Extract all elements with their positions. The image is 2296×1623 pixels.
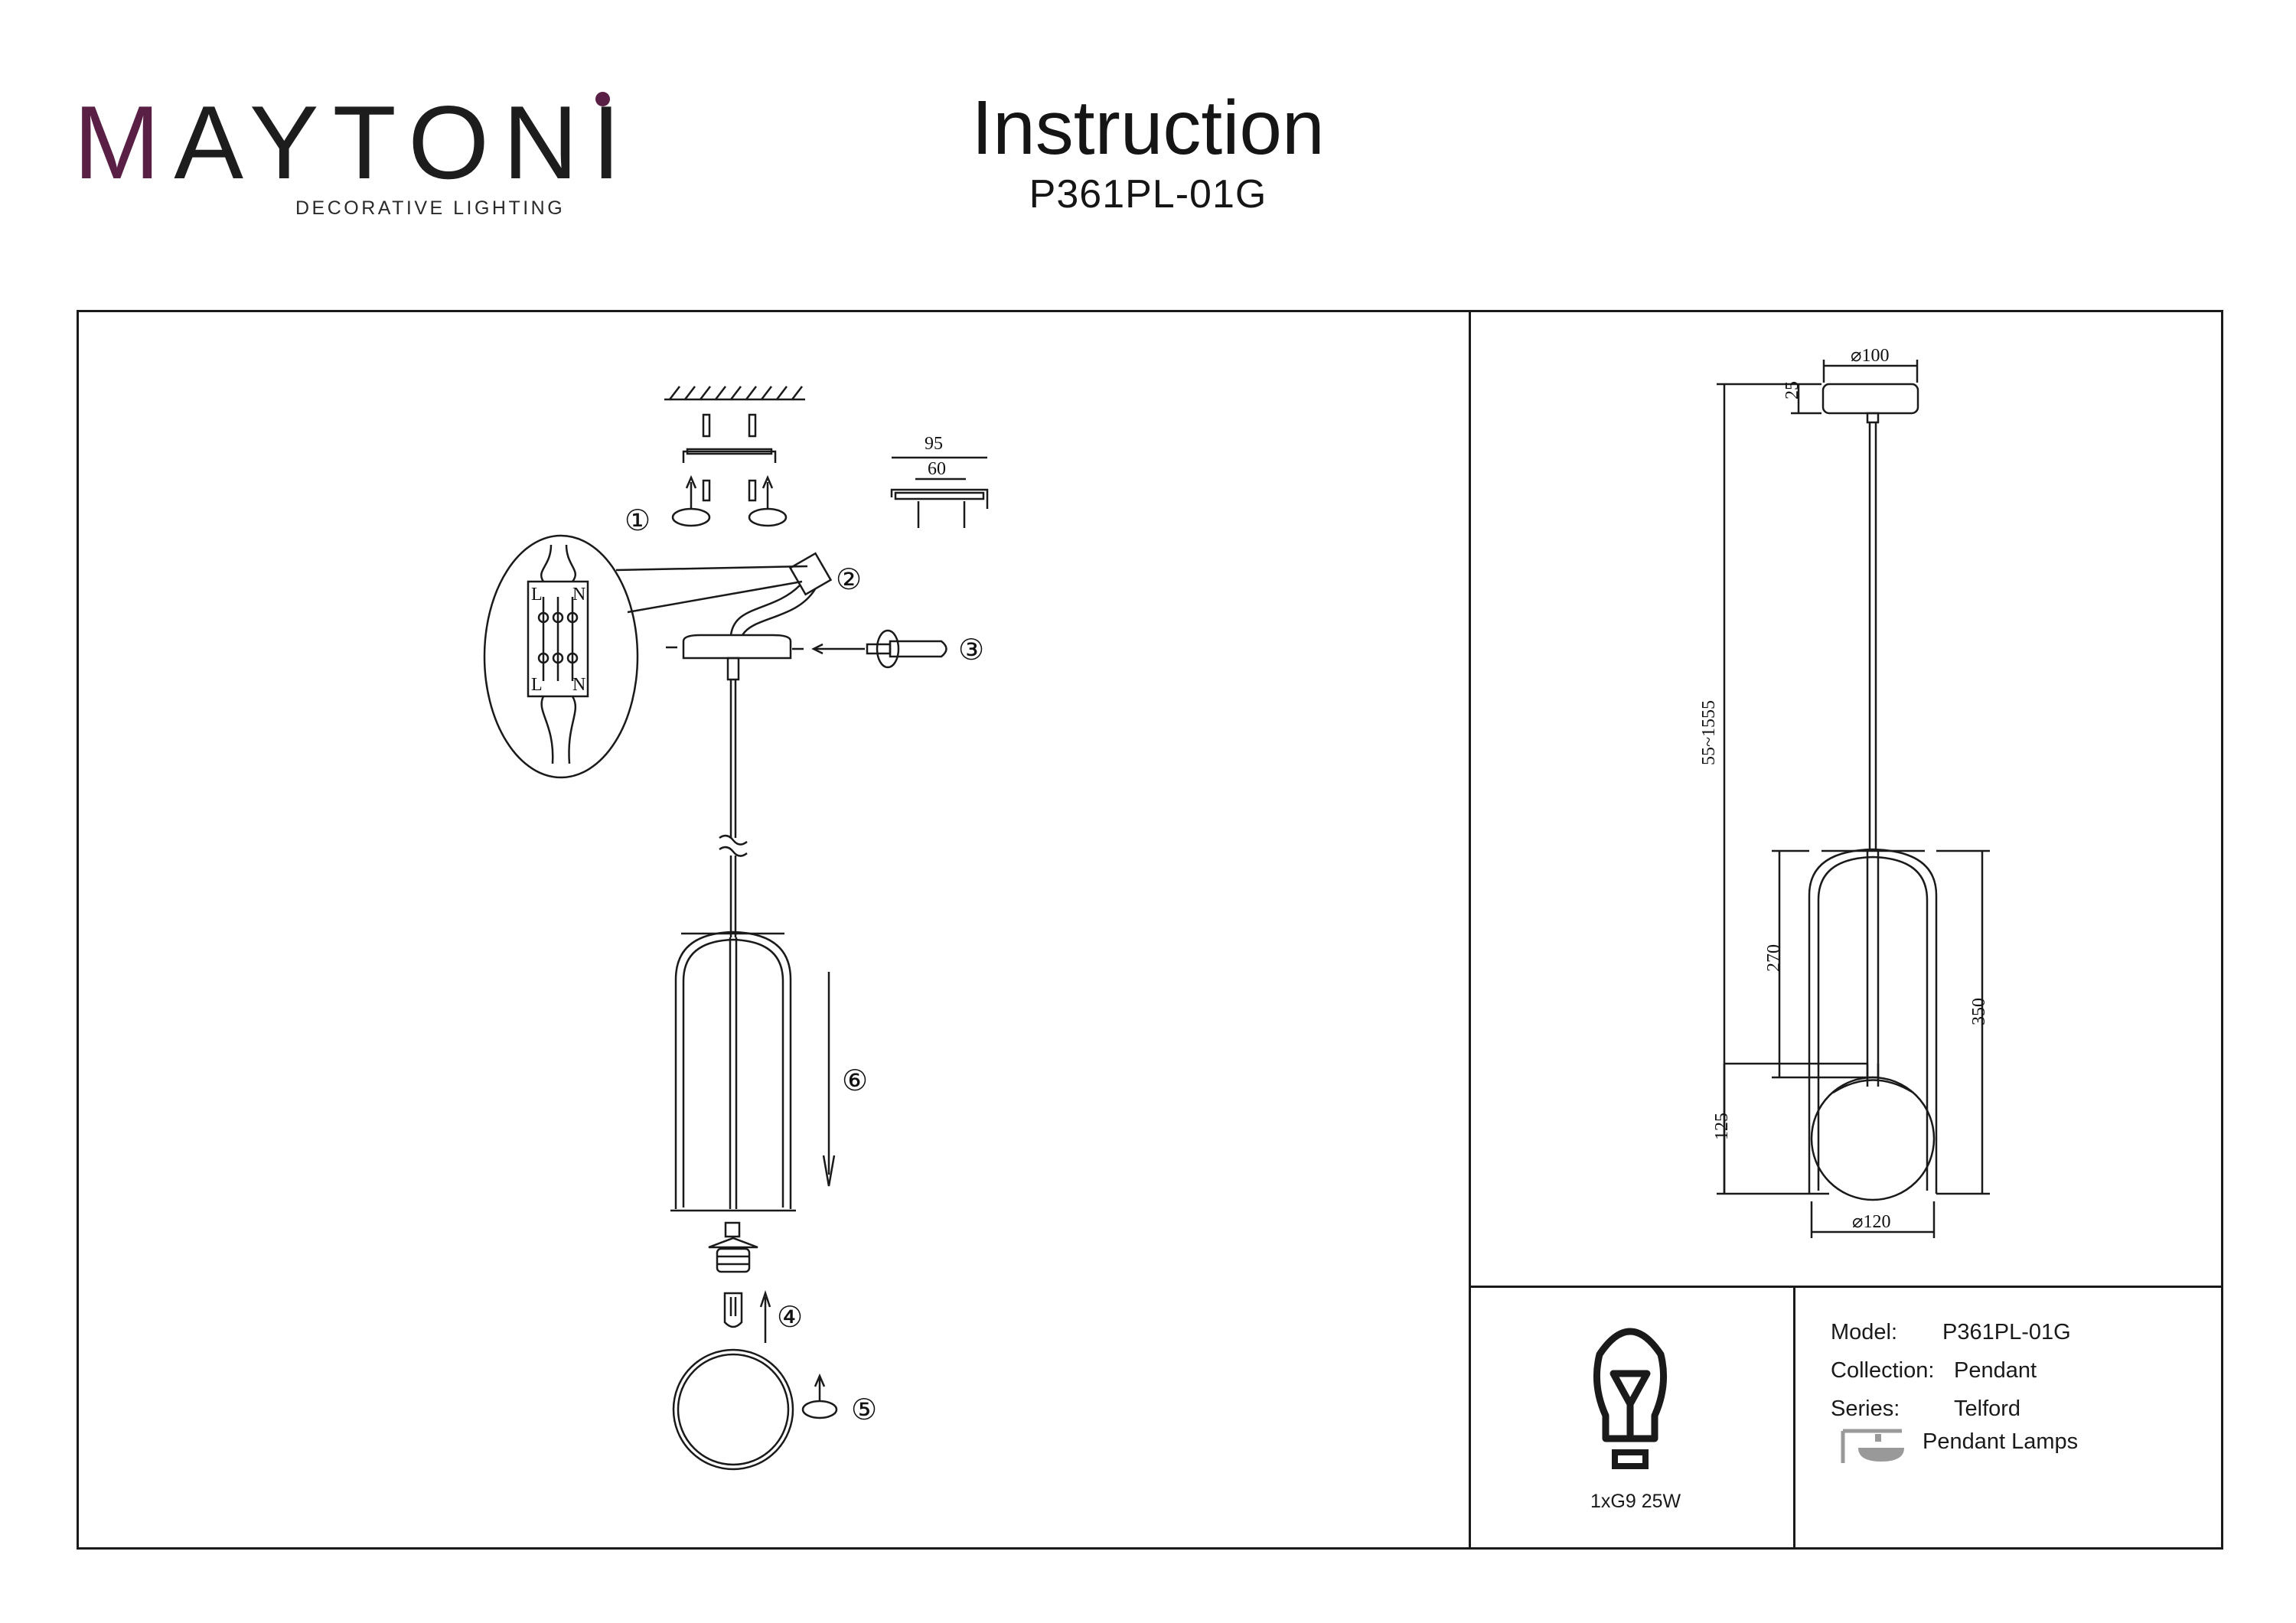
brand-rest: AYTONI (174, 84, 635, 200)
shade-height-dim: 350 (1969, 998, 1989, 1025)
globe-diameter-dim: ⌀120 (1852, 1212, 1890, 1232)
page-title: Instruction (971, 85, 1325, 171)
bulb-spec: 1xG9 25W (1590, 1491, 1681, 1512)
brand-logo: MAYTONI DECORATIVE LIGHTING (73, 90, 634, 219)
step-6-label: ⑥ (842, 1064, 868, 1097)
brand-dot-icon (595, 92, 610, 106)
step-5-label: ⑤ (851, 1393, 877, 1426)
wiring-live-top: L (531, 585, 543, 605)
series-label: Series: (1831, 1396, 1900, 1421)
canopy-height-dim: 25 (1782, 381, 1802, 399)
brand-tagline: DECORATIVE LIGHTING (295, 197, 566, 219)
wiring-neutral-top: N (572, 585, 585, 605)
series-value: Telford (1954, 1396, 2021, 1421)
step-4-label: ④ (777, 1300, 803, 1334)
globe-height-dim: 125 (1712, 1113, 1732, 1140)
wiring-live-bottom: L (531, 675, 543, 695)
product-type: Pendant Lamps (1923, 1429, 2079, 1454)
upper-height-dim: 270 (1764, 944, 1784, 972)
model-value: P361PL-01G (1942, 1320, 2071, 1344)
bracket-hole-dim: 60 (928, 459, 946, 479)
bracket-overall-dim: 95 (925, 434, 943, 454)
model-label: Model: (1831, 1320, 1898, 1344)
wiring-neutral-bottom: N (572, 675, 585, 695)
step-3-label: ③ (958, 633, 984, 666)
brand-wordmark: MAYTONI (73, 90, 634, 194)
brand-initial: M (73, 84, 174, 200)
frame-divider-horizontal (1469, 1286, 2223, 1288)
model-code: P361PL-01G (1029, 172, 1267, 217)
spec-divider (1793, 1286, 1795, 1550)
step-1-label: ① (625, 504, 651, 537)
collection-label: Collection: (1831, 1358, 1935, 1383)
collection-value: Pendant (1954, 1358, 2037, 1383)
step-2-label: ② (836, 562, 862, 596)
instruction-frame (77, 310, 2223, 1550)
canopy-diameter-dim: ⌀100 (1851, 346, 1889, 366)
total-height-dim: 55~1555 (1699, 700, 1719, 765)
frame-divider-vertical (1469, 310, 1471, 1550)
ceiling-hatch (664, 386, 805, 401)
